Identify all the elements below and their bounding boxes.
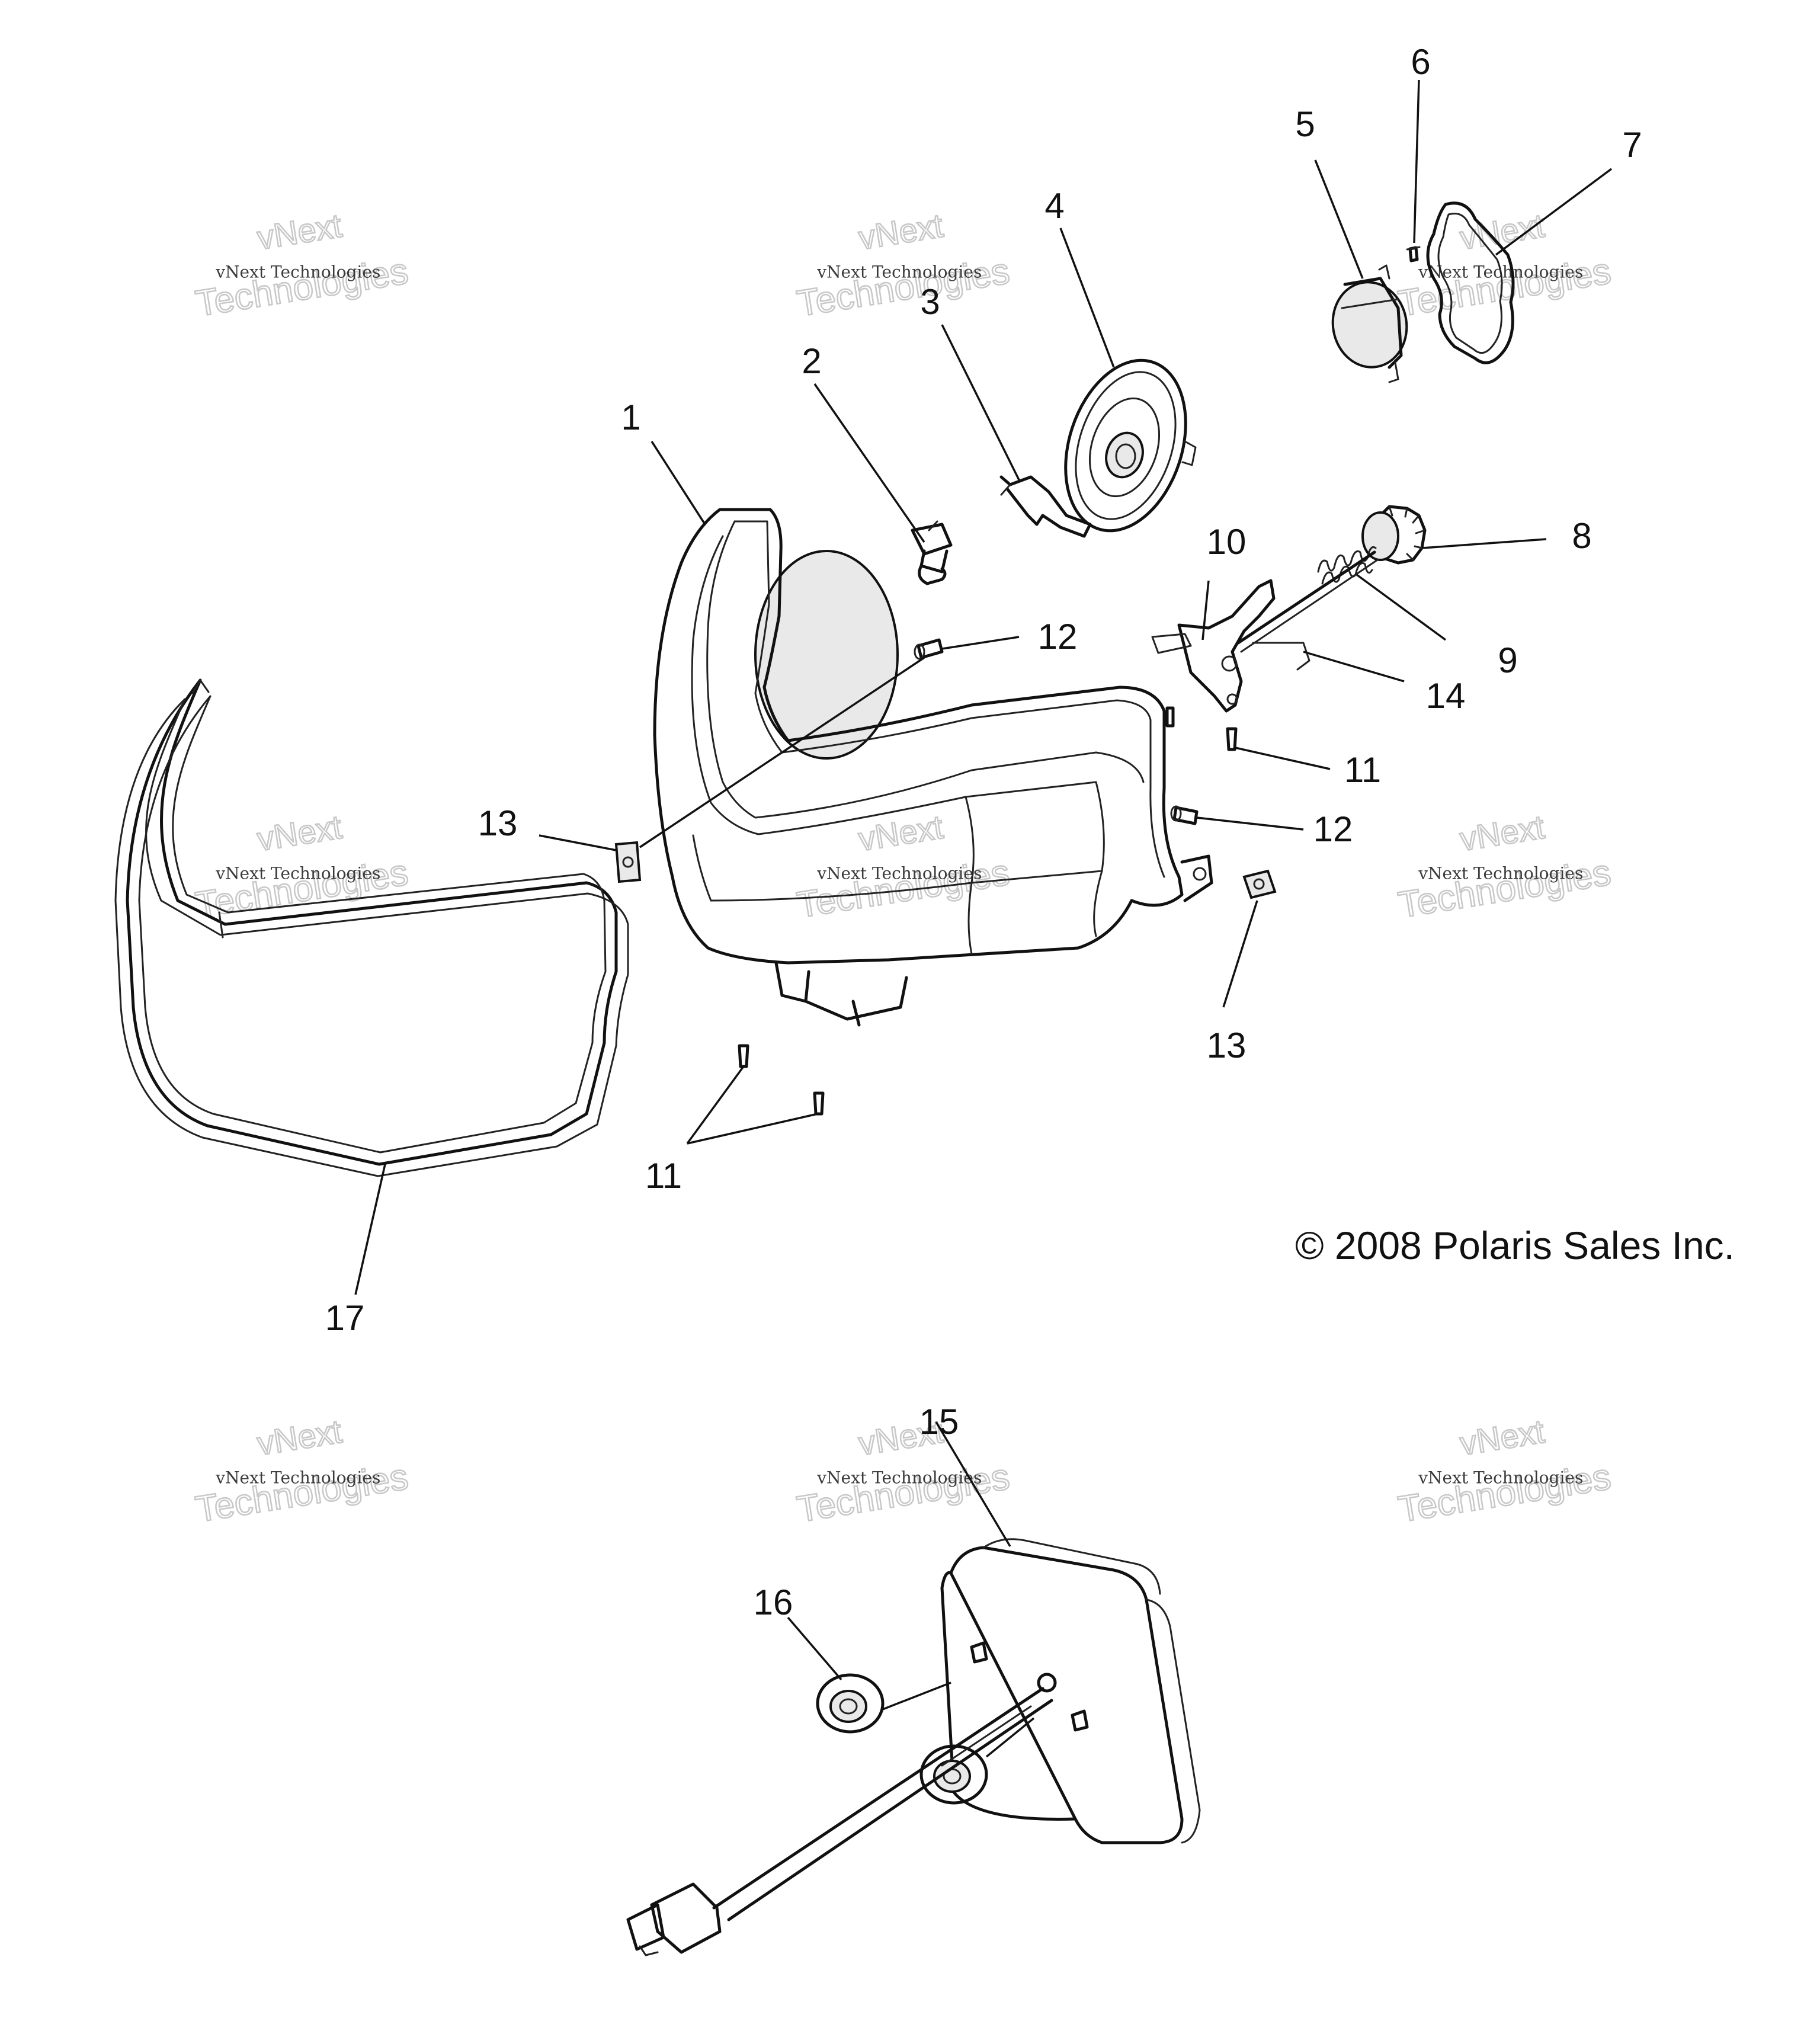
- watermark: vNext Technologies vNext Technologies: [192, 1411, 412, 1531]
- callout-1: 1: [621, 398, 640, 437]
- callout-15: 15: [919, 1402, 959, 1442]
- callout-12-lower: 12: [1313, 809, 1353, 849]
- svg-text:vNext Technologies: vNext Technologies: [816, 1468, 982, 1487]
- part-12-screw-upper: [914, 638, 944, 660]
- callout-14: 14: [1426, 676, 1466, 716]
- svg-text:vNext: vNext: [1457, 1412, 1547, 1462]
- svg-text:vNext: vNext: [255, 206, 345, 257]
- watermark-group: vNext Technologies vNext Technologies vN…: [192, 206, 1614, 1531]
- part-11-screws-lower: [738, 1044, 825, 1116]
- watermark: vNext Technologies vNext Technologies: [1395, 1411, 1614, 1531]
- callout-17: 17: [325, 1298, 365, 1338]
- svg-text:vNext Technologies: vNext Technologies: [215, 1468, 380, 1487]
- callout-12-upper: 12: [1038, 617, 1078, 656]
- svg-text:vNext Technologies: vNext Technologies: [215, 863, 380, 883]
- watermark: vNext Technologies vNext Technologies: [793, 807, 1013, 927]
- callout-9: 9: [1498, 640, 1517, 680]
- callout-5: 5: [1295, 104, 1315, 144]
- part-14-adjuster-rod: [1236, 550, 1379, 653]
- callout-labels: 1 2 3 4 5 6 7 8 9 10 14 12 11 12 13 13 1…: [325, 42, 1642, 1622]
- part-1-headlight-housing: [653, 508, 1213, 1027]
- svg-text:vNext Technologies: vNext Technologies: [816, 262, 982, 281]
- part-12-screw-lower: [1170, 805, 1199, 825]
- callout-16: 16: [754, 1583, 793, 1622]
- svg-text:vNext: vNext: [856, 808, 946, 858]
- watermark: vNext Technologies vNext Technologies: [793, 206, 1013, 325]
- part-13-clip-right: [1242, 869, 1277, 899]
- callout-13-left: 13: [478, 803, 518, 843]
- svg-text:vNext: vNext: [255, 808, 345, 858]
- callout-11-lower: 11: [645, 1156, 682, 1196]
- leader-lines: [354, 79, 1613, 1758]
- callout-2: 2: [802, 341, 821, 381]
- watermark: vNext Technologies vNext Technologies: [192, 807, 412, 927]
- callout-3: 3: [920, 282, 940, 322]
- part-2-bulb: [911, 520, 953, 585]
- part-10-bracket: [1151, 579, 1310, 713]
- part-4-reflector-boot: [1064, 358, 1197, 533]
- part-11-screw-upper: [1165, 706, 1238, 751]
- callout-11-right: 11: [1344, 750, 1381, 790]
- watermark: vNext Technologies vNext Technologies: [192, 206, 412, 325]
- svg-text:vNext Technologies: vNext Technologies: [816, 863, 982, 883]
- svg-text:vNext: vNext: [856, 206, 946, 257]
- wire-harness: [626, 1687, 1053, 1956]
- part-8-adjuster-knob: [1361, 505, 1427, 565]
- part-17-bezel-seal: [114, 678, 629, 1177]
- part-15-tail-lamp: [940, 1538, 1201, 1844]
- svg-text:vNext Technologies: vNext Technologies: [215, 262, 380, 281]
- svg-text:vNext Technologies: vNext Technologies: [1418, 863, 1583, 883]
- part-5-lamp: [1331, 264, 1408, 383]
- callout-10: 10: [1207, 522, 1247, 562]
- part-13-clip-left: [614, 841, 642, 883]
- callout-8: 8: [1572, 516, 1591, 556]
- part-16-grommet-upper: [816, 1673, 885, 1734]
- callout-4: 4: [1044, 186, 1064, 226]
- svg-text:vNext: vNext: [255, 1412, 345, 1462]
- callout-7: 7: [1622, 125, 1642, 165]
- svg-text:vNext Technologies: vNext Technologies: [1418, 1468, 1583, 1487]
- callout-6: 6: [1411, 42, 1430, 82]
- callout-13-right: 13: [1207, 1026, 1247, 1065]
- watermark: vNext Technologies vNext Technologies: [793, 1411, 1013, 1531]
- part-7-gasket: [1426, 201, 1515, 364]
- part-3-retainer-clip: [999, 475, 1092, 538]
- svg-text:vNext: vNext: [1457, 808, 1547, 858]
- watermark: vNext Technologies vNext Technologies: [1395, 807, 1614, 927]
- copyright-notice: © 2008 Polaris Sales Inc.: [1295, 1223, 1735, 1267]
- part-6-screw: [1406, 246, 1421, 262]
